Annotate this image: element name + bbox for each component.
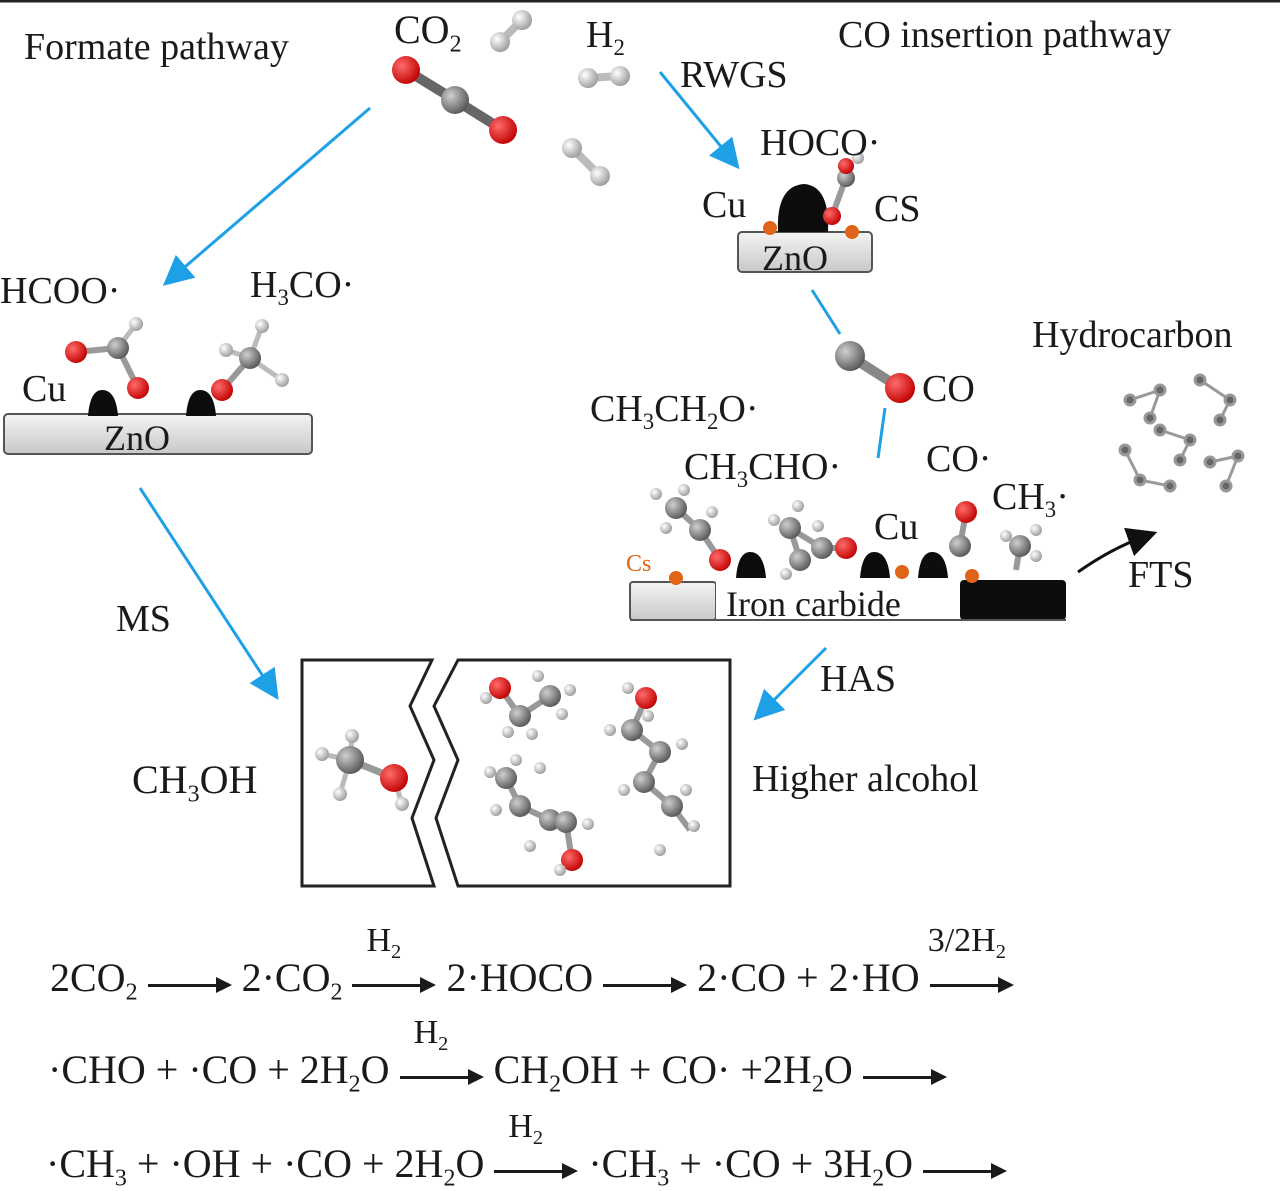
co-gas-label: CO [922, 368, 975, 410]
ms-label: MS [116, 598, 171, 640]
fts-arrow [1077, 527, 1158, 574]
equation-line-1: 2CO2 2·CO2 H2 2·HOCO 2·CO + 2·HO 3/2H2 [50, 923, 1014, 1004]
hydrocarbon-cluster [1118, 373, 1245, 493]
co-insertion-pathway-label: CO insertion pathway [838, 14, 1172, 56]
higher-alcohol-label: Higher alcohol [752, 758, 979, 800]
co-molecule [835, 341, 915, 403]
methanol-molecule [315, 729, 409, 811]
eq1-arrow-4: 3/2H2 [928, 923, 1014, 1002]
ch3oh-label: CH3OH [132, 757, 258, 808]
cs-right-label: Cs [626, 551, 652, 577]
zno-left-label: ZnO [104, 418, 170, 458]
ms-arrow [138, 487, 279, 701]
equation-line-2: ·CHO + ·CO + 2H2O H2 CH2OH + CO· +2H2O [48, 1015, 947, 1096]
co-to-carbide-line [876, 407, 887, 459]
eq1-arrow-3 [603, 962, 688, 1002]
co-ads-label: CO [926, 438, 991, 480]
cu-top-label: Cu [702, 184, 747, 226]
co2-molecule [392, 56, 517, 144]
fts-label: FTS [1128, 554, 1194, 596]
iron-carbide-label: Iron carbide [726, 584, 901, 624]
ch3-ads-label: CH3 [992, 476, 1069, 522]
has-arrow [753, 646, 828, 721]
eq2-arrow-2 [862, 1054, 947, 1094]
ch3cho-label: CH3CHO [684, 446, 841, 492]
eq3-arrow-2 [923, 1148, 1007, 1188]
eq1-arrow-1 [147, 962, 232, 1002]
rwgs-label: RWGS [680, 54, 788, 96]
hydrocarbon-label: Hydrocarbon [1032, 314, 1233, 356]
zno-to-co-line [810, 289, 842, 335]
higher-alcohol-molecules [480, 670, 700, 876]
equation-line-3: ·CH3 + ·OH + ·CO + 2H2O H2 ·CH3 + ·CO + … [46, 1109, 1007, 1190]
cu-right-label: Cu [874, 506, 919, 548]
hoco-label: HOCO [760, 122, 880, 164]
hcoo-label: HCOO [0, 270, 120, 312]
zno-left-slab [3, 317, 313, 455]
co2-label: CO2 [394, 7, 462, 58]
product-box [300, 658, 732, 888]
eq2-arrow-1: H2 [399, 1015, 484, 1094]
zno-top-label: ZnO [762, 238, 828, 278]
cs-top-label: CS [874, 188, 921, 230]
h2-label: H2 [586, 14, 625, 60]
h3co-label: H3CO [250, 264, 354, 310]
zno-top-slab [737, 152, 873, 273]
iron-carbide-slab [629, 484, 1066, 621]
eq1-arrow-2: H2 [352, 923, 437, 1002]
rwgs-arrow [658, 71, 740, 170]
h2-molecules [490, 10, 630, 186]
formate-pathway-label: Formate pathway [24, 26, 289, 68]
has-label: HAS [820, 658, 897, 700]
eq3-arrow-1: H2 [494, 1109, 579, 1188]
cu-left-label: Cu [22, 368, 67, 410]
formate-arrow [162, 106, 371, 286]
ch3ch2o-label: CH3CH2O [590, 388, 759, 434]
